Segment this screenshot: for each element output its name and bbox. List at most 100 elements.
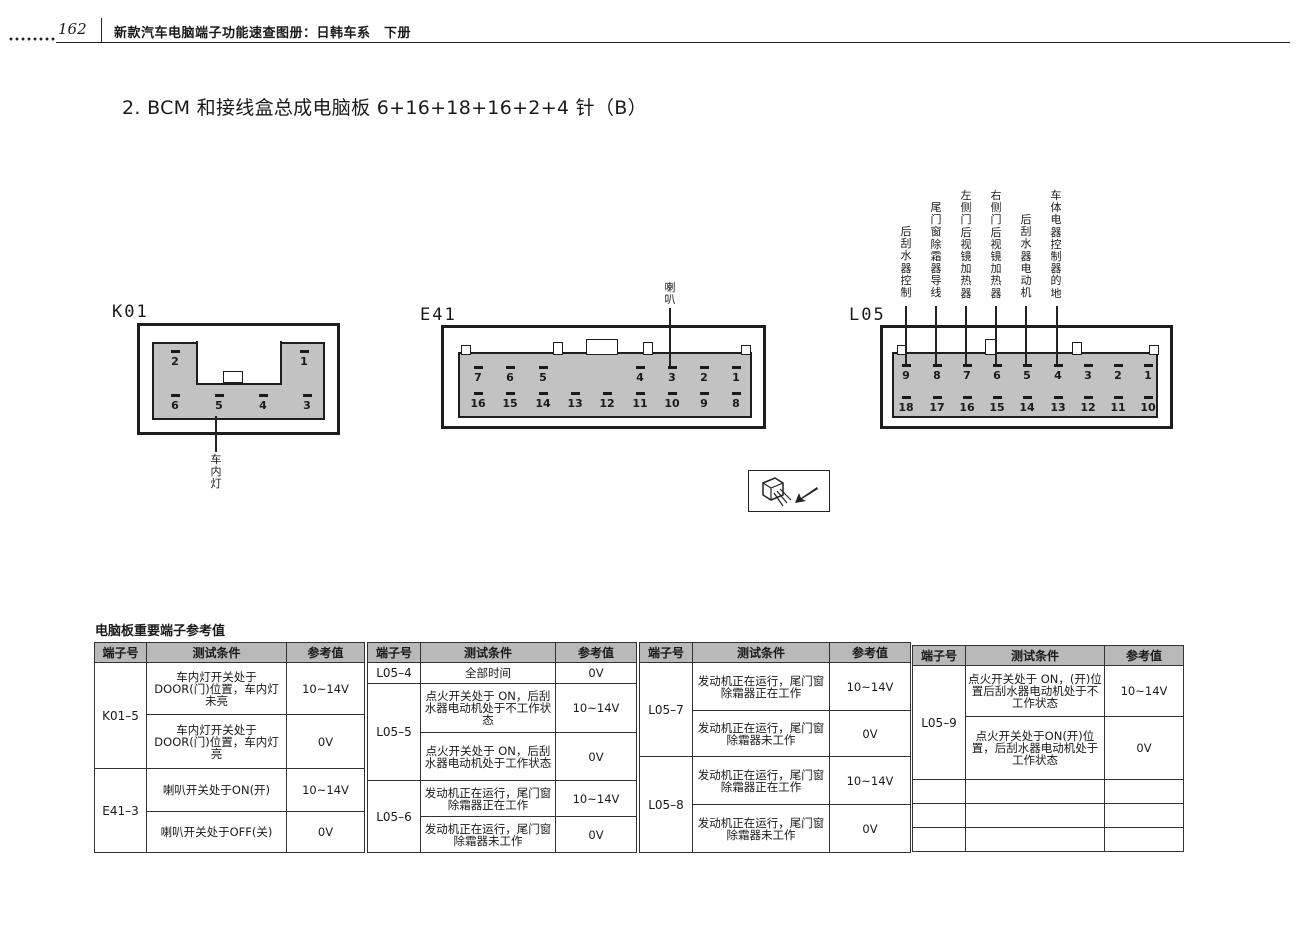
empty-cell	[1104, 779, 1184, 804]
value-cell: 0V	[1104, 716, 1184, 780]
condition-cell: 点火开关处于 ON，后刮水器电动机处于不工作状态	[420, 683, 556, 733]
l05-pin5-lead	[1025, 306, 1027, 364]
condition-cell: 车内灯开关处于DOOR(门)位置，车内灯亮	[146, 714, 287, 769]
e41-pin-9: 9	[692, 392, 716, 410]
l05-pin4-label: 车体电器控制器的地	[1050, 189, 1062, 300]
header-terminal: 端子号	[639, 642, 693, 663]
l05-pin-11: 11	[1106, 396, 1130, 414]
l05-pin8-lead	[935, 306, 937, 364]
connector-plug-icon	[748, 470, 830, 512]
e41-pin-11: 11	[628, 392, 652, 410]
condition-cell: 点火开关处于 ON，(开)位置后刮水器电动机处于不工作状态	[965, 665, 1105, 717]
l05-pin-5: 5	[1015, 364, 1039, 382]
value-cell: 0V	[286, 811, 365, 853]
terminal-cell: L05–8	[639, 756, 693, 853]
e41-pin-5: 5	[531, 366, 555, 384]
value-cell: 10~14V	[829, 662, 911, 711]
header-rule	[56, 42, 1290, 43]
l05-pin-17: 17	[925, 396, 949, 414]
empty-cell	[912, 803, 966, 828]
header-separator	[101, 18, 102, 42]
l05-pin9-lead	[905, 306, 907, 364]
terminal-cell: L05–4	[367, 662, 421, 684]
empty-cell	[912, 827, 966, 852]
value-cell: 0V	[286, 714, 365, 769]
e41-pin-12: 12	[595, 392, 619, 410]
e41-pin-14: 14	[531, 392, 555, 410]
l05-pin-13: 13	[1046, 396, 1070, 414]
value-cell: 10~14V	[286, 768, 365, 812]
l05-pin-4: 4	[1046, 364, 1070, 382]
condition-cell: 点火开关处于ON(开)位置，后刮水器电动机处于工作状态	[965, 716, 1105, 780]
condition-cell: 车内灯开关处于DOOR(门)位置，车内灯未亮	[146, 662, 287, 715]
l05-pin7-label: 左侧门后视镜加热器	[960, 189, 972, 300]
condition-cell: 发动机正在运行，尾门窗除霜器未工作	[692, 710, 830, 757]
condition-cell: 发动机正在运行，尾门窗除霜器正在工作	[420, 780, 556, 817]
terminal-cell: E41–3	[94, 768, 147, 853]
table-section-title: 电脑板重要端子参考值	[95, 624, 226, 639]
value-cell: 0V	[555, 816, 637, 853]
header-terminal: 端子号	[367, 642, 421, 663]
header-value: 参考值	[555, 642, 637, 663]
e41-pin3-lead	[669, 308, 671, 366]
section-title: 2. BCM 和接线盒总成电脑板 6+16+18+16+2+4 针（B）	[122, 97, 647, 119]
l05-pin-18: 18	[894, 396, 918, 414]
header-condition: 测试条件	[965, 645, 1105, 666]
value-cell: 10~14V	[829, 756, 911, 805]
value-cell: 0V	[555, 662, 637, 684]
e41-pin3-label: 喇叭	[664, 281, 676, 307]
e41-notch	[461, 345, 471, 355]
l05-pin-7: 7	[955, 364, 979, 382]
reference-table-4: 端子号 测试条件 参考值 L05–9 点火开关处于 ON，(开)位置后刮水器电动…	[912, 645, 1184, 852]
reference-table-2: 端子号 测试条件 参考值 L05–4 全部时间 0V L05–5 点火开关处于 …	[367, 642, 637, 853]
condition-cell: 喇叭开关处于ON(开)	[146, 768, 287, 812]
l05-notch	[1072, 342, 1082, 355]
header-condition: 测试条件	[146, 642, 287, 663]
l05-pin-12: 12	[1076, 396, 1100, 414]
l05-pin8-label: 尾门窗除霜器导线	[930, 201, 942, 300]
e41-pin-1: 1	[724, 366, 748, 384]
condition-cell: 全部时间	[420, 662, 556, 684]
l05-pin6-lead	[995, 306, 997, 364]
header-condition: 测试条件	[420, 642, 556, 663]
value-cell: 10~14V	[555, 683, 637, 733]
e41-pin-6: 6	[498, 366, 522, 384]
l05-notch	[1149, 345, 1159, 355]
book-title: 新款汽车电脑端子功能速查图册：日韩车系 下册	[114, 26, 412, 41]
value-cell: 0V	[829, 804, 911, 853]
e41-key	[586, 339, 618, 355]
k01-pin-3: 3	[295, 394, 319, 412]
condition-cell: 点火开关处于 ON，后刮水器电动机处于工作状态	[420, 732, 556, 781]
arrow-icon	[762, 477, 818, 507]
terminal-cell: K01–5	[94, 662, 147, 769]
condition-cell: 发动机正在运行，尾门窗除霜器未工作	[692, 804, 830, 853]
empty-cell	[965, 779, 1105, 804]
l05-pin-8: 8	[925, 364, 949, 382]
empty-cell	[912, 779, 966, 804]
k01-pin-4: 4	[251, 394, 275, 412]
k01-pin-5: 5	[207, 394, 231, 412]
header-value: 参考值	[286, 642, 365, 663]
e41-body	[458, 352, 752, 418]
page-number: 162	[58, 20, 87, 38]
e41-code: E41	[420, 305, 457, 325]
l05-pin4-lead	[1056, 306, 1058, 364]
header-value: 参考值	[1104, 645, 1184, 666]
e41-notch	[553, 342, 563, 355]
k01-connector: 2 1 6 5 4 3	[137, 323, 340, 435]
header-dots	[8, 36, 56, 42]
l05-pin9-label: 后刮水器控制	[900, 225, 912, 300]
empty-cell	[965, 827, 1105, 852]
k01-code: K01	[112, 302, 149, 322]
condition-cell: 发动机正在运行，尾门窗除霜器正在工作	[692, 662, 830, 711]
l05-pin-6: 6	[985, 364, 1009, 382]
k01-pin5-lead	[215, 416, 217, 452]
e41-pin-7: 7	[466, 366, 490, 384]
l05-pin5-label: 后刮水器电动机	[1020, 213, 1032, 300]
e41-pin-3: 3	[660, 366, 684, 384]
k01-pin-2: 2	[163, 350, 187, 368]
l05-pin-2: 2	[1106, 364, 1130, 382]
k01-key	[223, 371, 243, 383]
empty-cell	[1104, 803, 1184, 828]
reference-table-3: 端子号 测试条件 参考值 L05–7 发动机正在运行，尾门窗除霜器正在工作 10…	[639, 642, 911, 853]
